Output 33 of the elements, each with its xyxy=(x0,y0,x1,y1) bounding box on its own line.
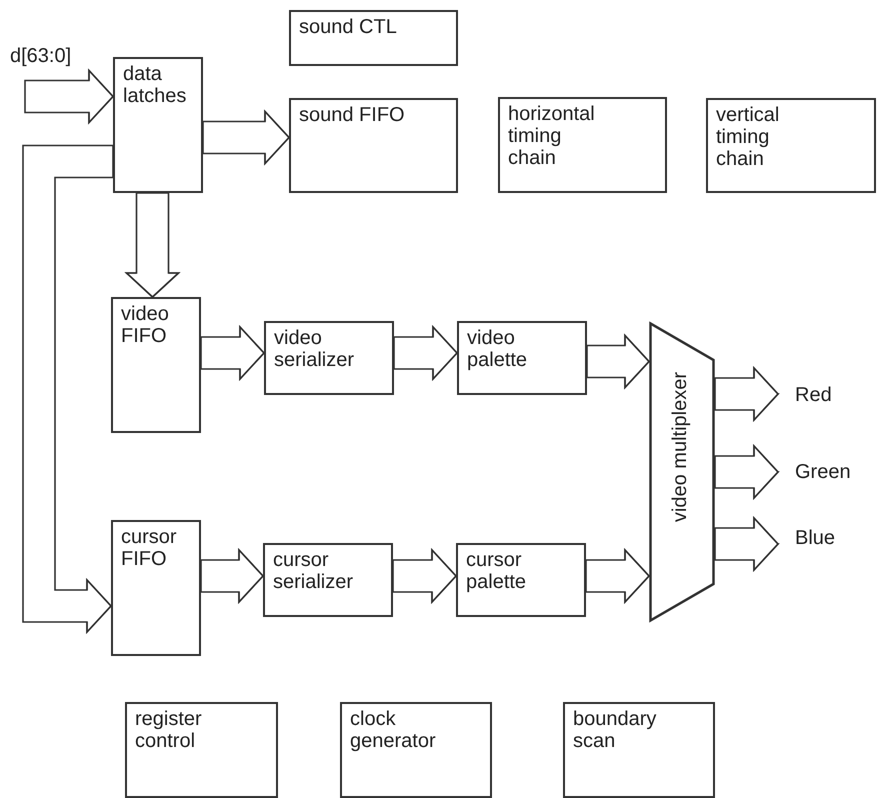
signal-name: Blue xyxy=(795,527,836,549)
block-box xyxy=(113,57,203,193)
block-box xyxy=(498,97,667,193)
signal-name: Green xyxy=(795,461,851,483)
signal-name: Red xyxy=(795,384,832,406)
block-label: cursor serializer xyxy=(273,549,354,593)
block-label: video FIFO xyxy=(121,303,170,347)
block-box xyxy=(457,321,587,395)
block-label: data latches xyxy=(123,63,188,107)
block-label: cursor palette xyxy=(466,549,528,593)
bus-label: d[63:0] xyxy=(10,44,72,66)
block-label: video multiplexer xyxy=(669,372,691,522)
block-label: cursor FIFO xyxy=(121,526,178,570)
block-box xyxy=(111,520,201,656)
block-label: boundary scan xyxy=(573,708,658,752)
block-box xyxy=(456,543,586,617)
block-box xyxy=(289,10,458,66)
block-box xyxy=(263,543,393,617)
block-box xyxy=(706,98,876,193)
block-box xyxy=(563,702,715,798)
block-label: sound FIFO xyxy=(299,104,406,126)
block-box xyxy=(125,702,278,798)
block-label: video palette xyxy=(467,327,528,371)
block-box xyxy=(289,98,458,193)
block-label: sound CTL xyxy=(299,16,398,38)
block-box xyxy=(111,297,201,433)
block-box xyxy=(340,702,492,798)
block-label: horizontal timing chain xyxy=(508,103,596,169)
block-box xyxy=(264,321,394,395)
block-label: video serializer xyxy=(274,327,356,371)
block-label: clock generator xyxy=(350,708,437,752)
block-label: vertical timing chain xyxy=(716,104,780,170)
block-label: register control xyxy=(135,708,203,752)
